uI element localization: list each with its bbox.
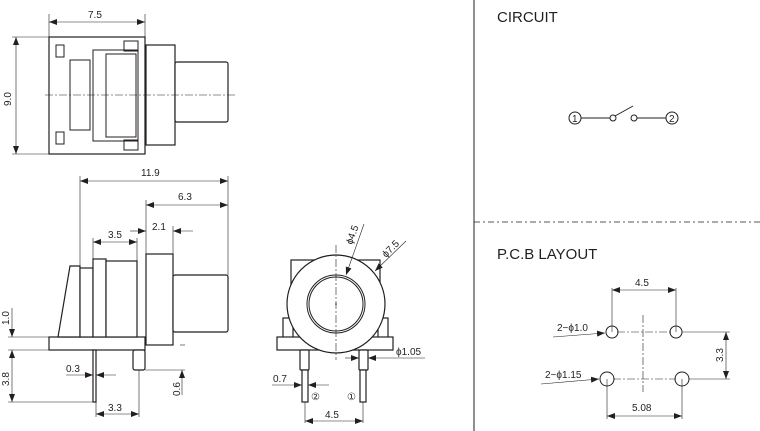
body-depth-dim: 3.5	[108, 230, 122, 241]
boss-diameter-dim: ϕ1.05	[396, 347, 422, 358]
top-width-dim: 7.5	[88, 10, 102, 21]
pin-width-dim: 0.7	[273, 374, 287, 385]
pcb-top-spacing-dim: 4.5	[635, 278, 649, 289]
pin2-label: ②	[311, 392, 320, 403]
flange-thickness-dim: 2.1	[152, 222, 166, 233]
front-view: ϕ4.5 ϕ7.5 ϕ1.05 0.7 ② ① 4.5	[272, 224, 425, 424]
boss-length-dim: 0.6	[172, 382, 183, 396]
pcb-layout-title: P.C.B LAYOUT	[497, 246, 597, 263]
height-above-plate-dim: 1.0	[1, 311, 12, 325]
pin-thickness-dim: 0.3	[66, 364, 80, 375]
circuit-title: CIRCUIT	[497, 9, 558, 26]
pcb-row-spacing-dim: 3.3	[715, 348, 726, 362]
inner-diameter-dim: ϕ4.5	[344, 224, 361, 247]
front-length-dim: 6.3	[178, 192, 192, 203]
pcb-small-hole-label: 2−ϕ1.0	[557, 323, 588, 334]
outer-diameter-dim: ϕ7.5	[380, 238, 402, 260]
overall-length-dim: 11.9	[141, 168, 160, 179]
circuit-terminal-2: 2	[669, 114, 675, 125]
circuit-section: CIRCUIT 1 2	[497, 9, 679, 125]
front-pin-spacing-dim: 4.5	[325, 410, 339, 421]
pin1-label: ①	[347, 392, 356, 403]
top-height-dim: 9.0	[3, 92, 14, 106]
pin-spacing-side-dim: 3.3	[108, 403, 122, 414]
circuit-terminal-1: 1	[572, 114, 578, 125]
pcb-bottom-spacing-dim: 5.08	[632, 403, 652, 414]
pcb-large-hole-label: 2−ϕ1.15	[545, 370, 582, 381]
pin-length-dim: 3.8	[1, 372, 12, 386]
top-view: 7.5 9.0	[3, 10, 235, 155]
side-view: 11.9 6.3 2.1 3.5 1.0 3.8 0.3 0.6	[1, 168, 229, 417]
pcb-layout-section: P.C.B LAYOUT 4.5 5.08 3.3 2−ϕ1.0 2−ϕ1.15	[497, 246, 730, 419]
